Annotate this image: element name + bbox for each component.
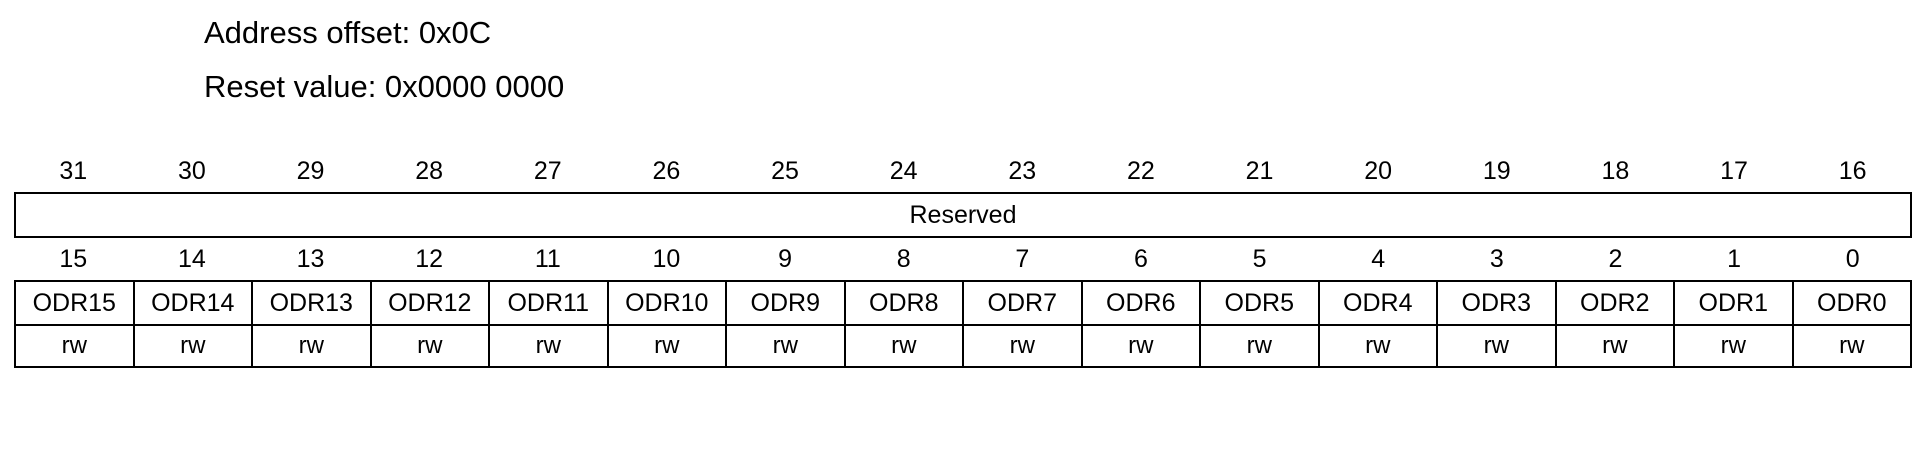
- access-cell-rw: rw: [1201, 326, 1320, 366]
- bit-number-high-22: 22: [1127, 157, 1155, 185]
- field-cell-odr12: ODR12: [372, 282, 490, 324]
- field-cell-odr9: ODR9: [727, 282, 846, 324]
- bit-number-high-31: 31: [59, 157, 88, 185]
- access-cell-rw: rw: [1839, 332, 1865, 359]
- field-cell-odr5: ODR5: [1201, 282, 1320, 324]
- bit-number-low-1: 1: [1727, 245, 1742, 273]
- bit-number-low-2: 2: [1608, 245, 1623, 273]
- bit-number-low-9: 9: [778, 245, 793, 273]
- bit-number-low-14: 14: [178, 245, 206, 273]
- bit-number-high-17: 17: [1720, 157, 1748, 185]
- bit-number-high-21: 21: [1245, 157, 1274, 185]
- bit-number-high-30: 30: [178, 157, 206, 185]
- bit-number-high-16: 16: [1838, 157, 1867, 185]
- field-cell-odr7: ODR7: [964, 282, 1083, 324]
- bit-number-high-20: 20: [1364, 157, 1393, 185]
- bit-number-low-13: 13: [296, 245, 325, 273]
- address-offset-line: Address offset: 0x0C: [204, 15, 492, 50]
- bit-number-high-25: 25: [771, 157, 799, 185]
- bit-number-high-28: 28: [415, 157, 444, 185]
- access-cell-rw: rw: [1675, 326, 1794, 366]
- bit-number-low-0: 0: [1845, 245, 1860, 273]
- access-cell-rw: rw: [1438, 326, 1557, 366]
- field-cell-odr6: ODR6: [1083, 282, 1201, 324]
- bit-number-low-10: 10: [652, 245, 681, 273]
- bit-number-row-high: 31 30 29 28 27 26 25 24 23 22 21 20 19 18 17 16: [14, 150, 1912, 192]
- access-cell-rw: rw: [1320, 326, 1438, 366]
- bit-number-low-4: 4: [1371, 245, 1386, 273]
- access-cell-rw: rw: [609, 326, 727, 366]
- bit-number-low-3: 3: [1489, 245, 1504, 273]
- access-cell-rw: rw: [964, 326, 1083, 366]
- field-cell-odr14: ODR14: [135, 282, 253, 324]
- bit-number-high-19: 19: [1482, 157, 1511, 185]
- access-cell-rw: rw: [1557, 326, 1675, 366]
- access-cell-rw: rw: [16, 326, 135, 366]
- reserved-band: Reserved: [14, 192, 1912, 238]
- bit-number-high-18: 18: [1601, 157, 1630, 185]
- access-cell-rw: rw: [372, 326, 490, 366]
- bit-number-low-5: 5: [1252, 245, 1267, 273]
- bit-number-high-26: 26: [652, 157, 681, 185]
- bit-number-low-12: 12: [415, 245, 444, 273]
- bit-number-low-8: 8: [896, 245, 911, 273]
- bit-number-high-23: 23: [1008, 157, 1037, 185]
- access-cell-rw: rw: [727, 326, 846, 366]
- bit-number-low-6: 6: [1133, 245, 1148, 273]
- field-cell-odr0: ODR0: [1817, 289, 1887, 317]
- field-cell-odr2: ODR2: [1557, 282, 1675, 324]
- access-cell-rw: rw: [846, 326, 964, 366]
- access-cell-rw: rw: [1083, 326, 1201, 366]
- bit-number-low-11: 11: [534, 245, 561, 273]
- access-cell-rw: rw: [490, 326, 609, 366]
- field-cell-odr3: ODR3: [1438, 282, 1557, 324]
- field-cell-odr13: ODR13: [253, 282, 372, 324]
- bit-number-low-7: 7: [1015, 245, 1030, 273]
- field-cell-odr4: ODR4: [1320, 282, 1438, 324]
- field-cell-odr15: ODR15: [16, 282, 135, 324]
- field-cell-odr1: ODR1: [1675, 282, 1794, 324]
- reserved-label: Reserved: [909, 201, 1017, 229]
- field-cell-odr10: ODR10: [609, 282, 727, 324]
- bit-number-low-15: 15: [59, 245, 88, 273]
- field-cell-odr11: ODR11: [490, 282, 609, 324]
- bit-number-high-29: 29: [296, 157, 325, 185]
- field-cell-odr8: ODR8: [846, 282, 964, 324]
- reset-value-line: Reset value: 0x0000 0000: [204, 69, 565, 104]
- bit-number-high-24: 24: [889, 157, 918, 185]
- access-cell-rw: rw: [253, 326, 372, 366]
- bit-number-high-27: 27: [533, 157, 562, 185]
- access-cell-rw: rw: [135, 326, 253, 366]
- register-header: Address offset: 0x0C Reset value: 0x0000…: [204, 6, 1704, 114]
